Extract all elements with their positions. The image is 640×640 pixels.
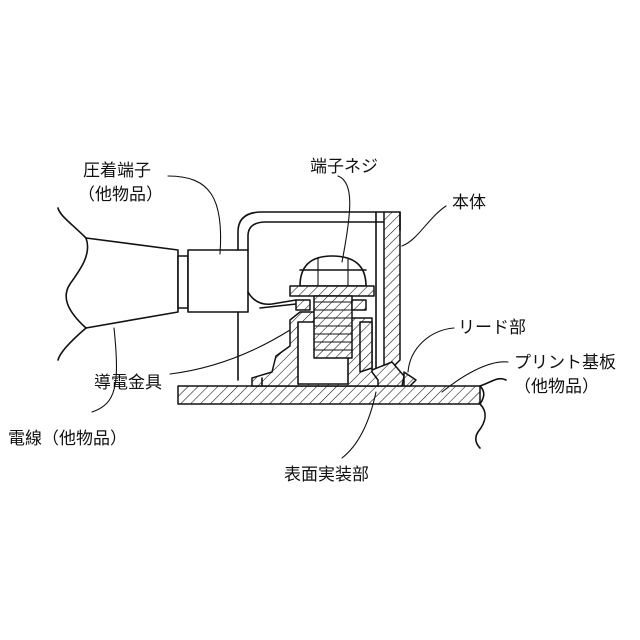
leader-wire — [92, 328, 116, 412]
label-conductive-fitting: 導電金具 — [94, 373, 162, 393]
printed-board — [178, 379, 506, 448]
wire-cut-lower — [58, 328, 86, 360]
leader-terminal-screw — [338, 176, 350, 262]
electric-wire — [58, 208, 182, 360]
label-lead-part: リード部 — [458, 318, 526, 338]
label-terminal-screw: 端子ネジ — [310, 157, 378, 177]
label-printed-board-note: （他物品） — [514, 377, 599, 397]
leader-crimp-terminal — [168, 176, 221, 254]
wire-cut-upper — [58, 208, 86, 238]
leader-lead-part — [408, 328, 454, 372]
leader-body — [402, 206, 446, 246]
label-surface-mount-part: 表面実装部 — [284, 465, 369, 485]
board-break-upper — [480, 379, 506, 386]
main-body — [370, 212, 416, 386]
label-crimp-terminal-note: （他物品） — [78, 185, 163, 205]
label-wire: 電線（他物品） — [8, 429, 127, 449]
board-break-lower — [476, 404, 485, 448]
label-body: 本体 — [452, 193, 486, 213]
label-crimp-terminal: 圧着端子 — [83, 161, 151, 181]
leader-conductive-fitting — [170, 330, 290, 374]
label-printed-board: プリント基板 — [514, 353, 616, 373]
